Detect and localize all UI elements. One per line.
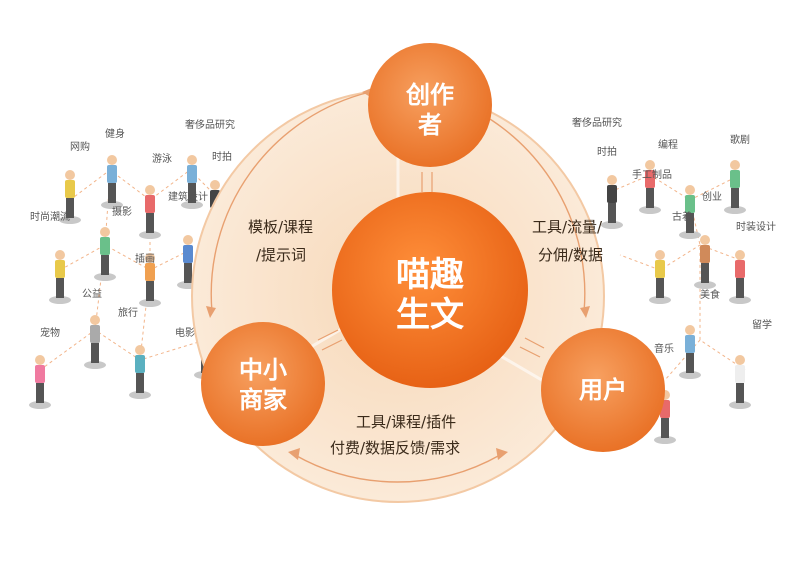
person-figure: [694, 235, 716, 289]
tag-left-9: 公益: [82, 287, 102, 300]
tag-left-1: 健身: [105, 127, 125, 140]
person-figure: [129, 345, 151, 399]
person-figure: [724, 160, 746, 214]
tag-right-0: 奢侈品研究: [572, 116, 622, 129]
tag-left-11: 宠物: [40, 326, 60, 339]
tag-left-12: 电影: [175, 326, 195, 339]
creator-line2: 者: [418, 111, 442, 139]
tag-left-6: 摄影: [112, 205, 132, 218]
edge-bottom-line2: 付费/数据反馈/需求: [330, 439, 460, 457]
tag-left-4: 时尚潮流: [30, 210, 70, 223]
people-network: [39, 169, 746, 381]
center-line1: 喵趣: [396, 255, 464, 295]
interest-tags: 网购 健身 奢侈品研究 时拍 时尚潮流 游泳 摄影 建筑设计 插画 公益 旅行 …: [30, 116, 776, 355]
tag-right-6: 古着: [672, 210, 692, 223]
tag-left-3: 时拍: [212, 150, 232, 163]
person-figure: [679, 185, 701, 239]
person-figure: [29, 355, 51, 409]
tag-right-1: 时拍: [597, 145, 617, 158]
creator-node: [368, 43, 492, 167]
tag-right-4: 手工制品: [632, 168, 672, 181]
person-figure: [139, 253, 161, 307]
merchant-line2: 商家: [239, 386, 287, 414]
edge-top-right-line1: 工具/流量/: [532, 218, 603, 236]
tag-left-10: 旅行: [118, 306, 138, 319]
spoke-arrows: [317, 172, 545, 358]
merchant-line1: 中小: [239, 356, 287, 384]
person-figure: [139, 185, 161, 239]
tag-left-8: 插画: [135, 252, 155, 265]
person-figure: [59, 170, 81, 224]
tag-right-7: 时装设计: [736, 220, 776, 233]
person-figure: [649, 250, 671, 304]
merchant-node: [201, 322, 325, 446]
user-node: [541, 328, 665, 452]
center-node: [332, 192, 528, 388]
person-figure: [181, 155, 203, 209]
tag-right-2: 编程: [658, 138, 678, 151]
tag-left-0: 网购: [70, 140, 90, 153]
tag-right-10: 音乐: [654, 342, 674, 355]
tag-left-5: 游泳: [152, 152, 172, 165]
creator-line1: 创作: [405, 81, 454, 109]
person-figure: [84, 315, 106, 369]
person-figure: [49, 250, 71, 304]
edge-top-left-line1: 模板/课程: [248, 218, 313, 236]
person-figure: [639, 160, 661, 214]
person-figure: [679, 325, 701, 379]
tag-right-3: 歌剧: [730, 133, 750, 146]
tag-right-9: 留学: [752, 318, 772, 331]
person-figure: [729, 355, 751, 409]
person-figure: [729, 250, 751, 304]
person-figure: [94, 227, 116, 281]
edge-top-right-line2: 分佣/数据: [538, 246, 603, 264]
edge-top-left-line2: /提示词: [256, 246, 306, 264]
tag-left-2: 奢侈品研究: [185, 118, 235, 131]
person-figure: [601, 175, 623, 229]
person-figure: [101, 155, 123, 209]
tag-right-5: 创业: [702, 190, 722, 203]
tag-right-8: 美食: [700, 288, 720, 301]
center-line2: 生文: [396, 295, 464, 335]
tag-left-7: 建筑设计: [168, 190, 208, 203]
user-line1: 用户: [579, 376, 627, 404]
edge-bottom-line1: 工具/课程/插件: [356, 413, 456, 431]
